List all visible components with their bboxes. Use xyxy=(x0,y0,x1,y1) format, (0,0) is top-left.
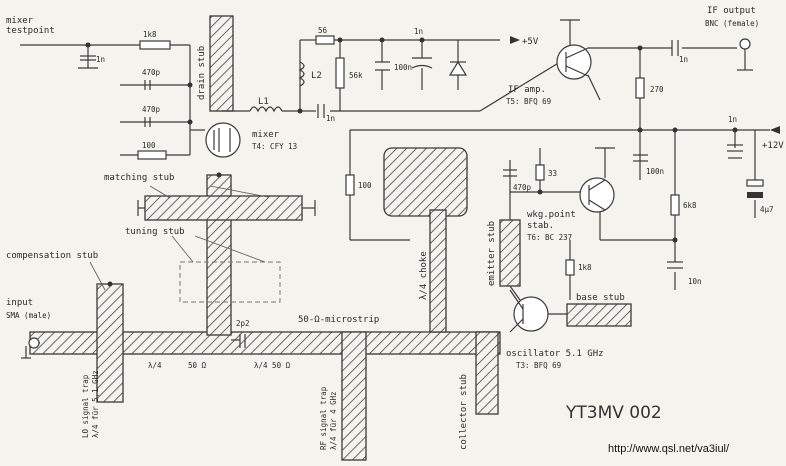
choke-pad xyxy=(383,147,468,217)
wkg-point-part-label: T6: BC 237 xyxy=(527,233,572,242)
plus12v-label: +12V xyxy=(762,141,784,151)
electrolytic-cap-bottom xyxy=(747,192,763,198)
quarter-50-label: λ/4 50 Ω xyxy=(254,361,291,370)
matching-stub-label: matching stub xyxy=(104,173,174,183)
bnc-connector xyxy=(739,38,751,50)
value-1n-top: 1n xyxy=(414,27,423,36)
base-stub-label: base stub xyxy=(576,293,625,303)
sma-connector xyxy=(28,337,40,349)
value-56: 56 xyxy=(318,26,328,35)
value-1k8-mixer: 1k8 xyxy=(143,30,157,39)
oscillator-label: oscillator 5.1 GHz xyxy=(506,349,604,359)
components xyxy=(80,35,780,348)
matching-stub xyxy=(144,195,303,221)
l1-label: L1 xyxy=(258,97,269,107)
resistor-56k xyxy=(335,57,345,89)
mixer-transistor xyxy=(205,122,241,158)
input-label-1: input xyxy=(6,298,33,308)
junction-dots xyxy=(85,37,738,287)
if-amp-label: IF amp. xyxy=(508,85,546,95)
input-label-2: SMA (male) xyxy=(6,311,51,320)
tuning-stub-outline xyxy=(179,261,281,303)
value-1k8-base: 1k8 xyxy=(578,263,592,272)
value-2p2: 2p2 xyxy=(236,319,250,328)
value-100-mixer: 100 xyxy=(142,141,156,150)
value-470p-a: 470p xyxy=(142,68,161,77)
electrolytic-cap-top xyxy=(746,179,764,187)
wkg-point-transistor xyxy=(579,177,615,213)
resistor-33 xyxy=(535,164,545,181)
value-470p-b: 470p xyxy=(142,105,161,114)
lo-trap-label-1: LO signal trap xyxy=(81,374,90,438)
mixer-label: mixer xyxy=(252,130,280,140)
microstrip-layout xyxy=(29,15,632,461)
value-270: 270 xyxy=(650,85,664,94)
quarter-wave-label: λ/4 xyxy=(148,361,162,370)
value-100n-b: 100n xyxy=(646,167,664,176)
value-4u7: 4µ7 xyxy=(760,205,774,214)
wires xyxy=(20,19,770,359)
annotation-pointers xyxy=(89,185,269,291)
rf-signal-trap xyxy=(341,331,367,461)
value-1n-if: 1n xyxy=(679,55,688,64)
choke-label: λ/4 choke xyxy=(419,251,429,300)
if-amp-transistor xyxy=(556,44,592,80)
value-6k8: 6k8 xyxy=(683,201,697,210)
tuning-stub-label: tuning stub xyxy=(125,227,185,237)
source-url: http://www.qsl.net/va3iul/ xyxy=(608,443,730,455)
plus5v-label: +5V xyxy=(522,37,539,47)
value-470p-osc: 470p xyxy=(513,183,532,192)
value-10n: 10n xyxy=(688,277,702,286)
quarter-wave-choke xyxy=(429,209,447,333)
base-stub xyxy=(566,303,632,327)
if-output-label-2: BNC (female) xyxy=(705,19,759,28)
value-56k: 56k xyxy=(349,71,363,80)
collector-stub-label: collector stub xyxy=(459,374,469,450)
schematic-title: YT3MV 002 xyxy=(565,403,662,423)
resistor-270 xyxy=(635,77,645,99)
rf-trap-label-2: λ/4 für 4 GHz xyxy=(329,391,338,450)
if-output-label-1: IF output xyxy=(707,6,756,16)
resistor-100-left xyxy=(345,174,355,196)
if-amp-part-label: T5: BFQ 69 xyxy=(506,97,551,106)
value-1n-test: 1n xyxy=(96,55,105,64)
l2-label: L2 xyxy=(311,71,322,81)
mixer-part-label: T4: CFY 13 xyxy=(252,142,297,151)
mixer-testpoint-label-2: testpoint xyxy=(6,26,55,36)
resistor-100-mixer xyxy=(137,150,167,160)
labels: mixer testpoint 1k8 1n 470p 470p 100 dra… xyxy=(6,6,784,455)
value-100n-a: 100n xyxy=(394,63,412,72)
microstrip-label: 50-Ω-microstrip xyxy=(298,315,379,325)
fifty-ohm-label: 50 Ω xyxy=(188,361,207,370)
value-1n-l1: 1n xyxy=(326,114,335,123)
resistor-6k8 xyxy=(670,194,680,216)
compensation-stub xyxy=(96,283,124,403)
value-1n-12v: 1n xyxy=(728,115,737,124)
lo-trap-label-2: λ/4 für 5,1 GHz xyxy=(91,370,100,438)
inductor-l2 xyxy=(298,61,305,87)
resistor-1k8-mixer xyxy=(139,40,171,50)
value-33: 33 xyxy=(548,169,557,178)
inductor-l1 xyxy=(249,106,283,113)
drain-stub xyxy=(209,15,234,112)
oscillator-transistor xyxy=(513,296,549,332)
resistor-1k8-base xyxy=(565,259,575,276)
resistor-56 xyxy=(315,35,335,45)
emitter-stub xyxy=(499,219,521,287)
zener-diode xyxy=(448,60,468,76)
drain-stub-label: drain stub xyxy=(197,46,207,100)
mixer-testpoint-label-1: mixer xyxy=(6,16,34,26)
compensation-stub-label: compensation stub xyxy=(6,251,98,261)
rf-trap-label-1: RF signal trap xyxy=(319,386,328,450)
wkg-point-label-1: wkg.point xyxy=(527,210,576,220)
wkg-point-label-2: stab. xyxy=(527,221,554,231)
emitter-stub-label: emitter stub xyxy=(487,221,497,286)
oscillator-part-label: T3: BFQ 69 xyxy=(516,361,561,370)
collector-stub xyxy=(475,331,499,415)
value-100-left: 100 xyxy=(358,181,372,190)
